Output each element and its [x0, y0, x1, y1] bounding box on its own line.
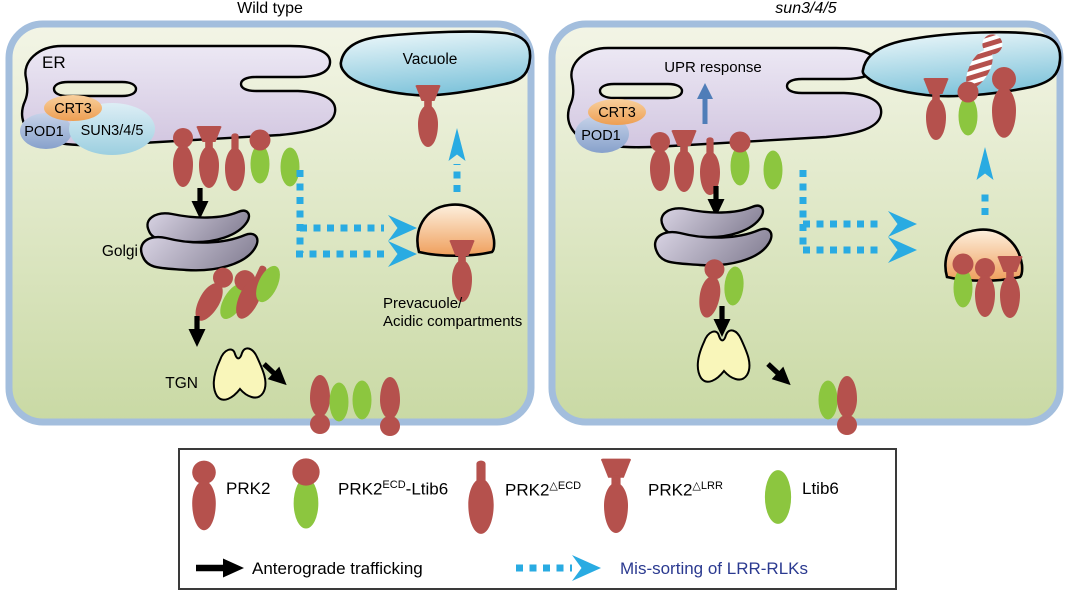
golgi-label: Golgi: [102, 243, 138, 260]
crt3-right: [588, 99, 646, 125]
vacuole-left: [339, 30, 532, 97]
crt3-label: CRT3: [54, 101, 92, 117]
er-label: ER: [42, 53, 66, 72]
prk2ecd-ltib6-icon: [249, 129, 271, 184]
prk2ecd-ltib6-icon: [952, 253, 974, 308]
prk2-icon: [837, 376, 857, 435]
missorting-arrowhead-icon: [572, 555, 601, 581]
ltib6-icon: [818, 380, 838, 420]
missorting-dashed-paths: [296, 164, 461, 258]
golgi-right: [653, 204, 773, 267]
legend-glyphs: [192, 458, 792, 581]
vacuole-label: Vacuole: [403, 51, 458, 68]
prevacuole-label-line1: Prevacuole/: [383, 295, 463, 312]
right-cell: UPR response CRT3 POD1: [548, 20, 1064, 435]
prk2ecd-ltib6-icon: [957, 81, 979, 136]
sun345-label: SUN3/4/5: [81, 123, 144, 139]
upr-label: UPR response: [664, 59, 762, 76]
ltib6-icon: [352, 380, 372, 420]
prk2-icon: [192, 460, 216, 531]
ltib6-icon: [763, 150, 783, 190]
prk2ecd-ltib6-icon: [292, 458, 320, 529]
missorting-dashed-paths: [799, 170, 989, 254]
prk2-icon: [310, 375, 330, 434]
ltib6-icon: [280, 147, 300, 187]
prk2-dlrr-icon: [601, 458, 631, 533]
prk2-icon: [173, 128, 193, 187]
golgi-left: [139, 209, 259, 272]
tgn-label: TGN: [165, 375, 198, 392]
prk2-icon: [380, 377, 400, 436]
pod1-label: POD1: [581, 128, 621, 144]
upr-arrow-icon: [697, 83, 713, 124]
crt3-label: CRT3: [598, 105, 636, 121]
pod1-label: POD1: [24, 124, 64, 140]
prk2ecd-ltib6-icon: [729, 131, 751, 186]
crt3-left: [44, 95, 102, 121]
ltib6-icon: [329, 382, 349, 422]
left-cell: ER CRT3 POD1 SUN3/4/5 Golgi TGN Vacuole …: [5, 20, 535, 436]
prk2-icon: [992, 67, 1016, 138]
prevacuole-label-line2: Acidic compartments: [383, 313, 522, 330]
anterograde-arrow-icon: [196, 558, 244, 578]
prk2-icon: [650, 132, 670, 191]
pod1-left: [20, 113, 72, 149]
prk2-icon: [975, 258, 995, 317]
prk2-decd-icon: [468, 460, 494, 534]
ltib6-icon: [764, 470, 792, 524]
